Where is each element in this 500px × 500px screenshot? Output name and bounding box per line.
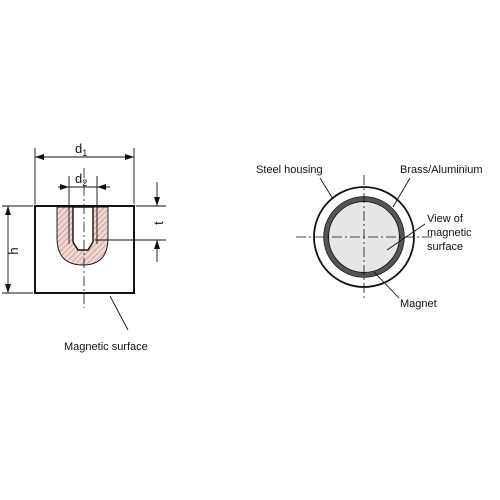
magnet-leader	[373, 271, 400, 299]
side-view: d1 d2 h t Magnetic surface	[2, 141, 166, 353]
brass-aluminium-leader	[392, 177, 411, 208]
d2-arrow-right	[97, 184, 106, 190]
magnet-label: Magnet	[400, 298, 437, 310]
top-view: Steel housing Brass/Aluminium View of ma…	[256, 164, 483, 310]
magnetic-surface-label: Magnetic surface	[64, 341, 148, 353]
t-arrow-top	[154, 197, 160, 206]
view-surface-leader	[386, 223, 426, 251]
t-label: t	[151, 221, 166, 225]
steel-housing-label: Steel housing	[256, 164, 323, 176]
h-arrow-bottom	[5, 284, 11, 293]
d1-arrow-left	[35, 154, 44, 160]
view-label-line-2: magnetic	[427, 227, 472, 239]
h-label: h	[6, 247, 21, 254]
view-label-line-1: View of	[427, 213, 464, 225]
d1-label: d1	[75, 141, 87, 158]
t-arrow-bottom	[154, 240, 160, 249]
steel-housing-leader	[319, 177, 334, 200]
view-label-line-3: surface	[427, 241, 463, 253]
h-arrow-top	[5, 206, 11, 215]
d2-label: d2	[75, 171, 87, 188]
d2-arrow-left	[60, 184, 69, 190]
d1-arrow-right	[125, 154, 134, 160]
magnetic-surface-leader	[109, 295, 129, 331]
brass-aluminium-label: Brass/Aluminium	[400, 164, 483, 176]
bore-hole	[72, 206, 94, 251]
